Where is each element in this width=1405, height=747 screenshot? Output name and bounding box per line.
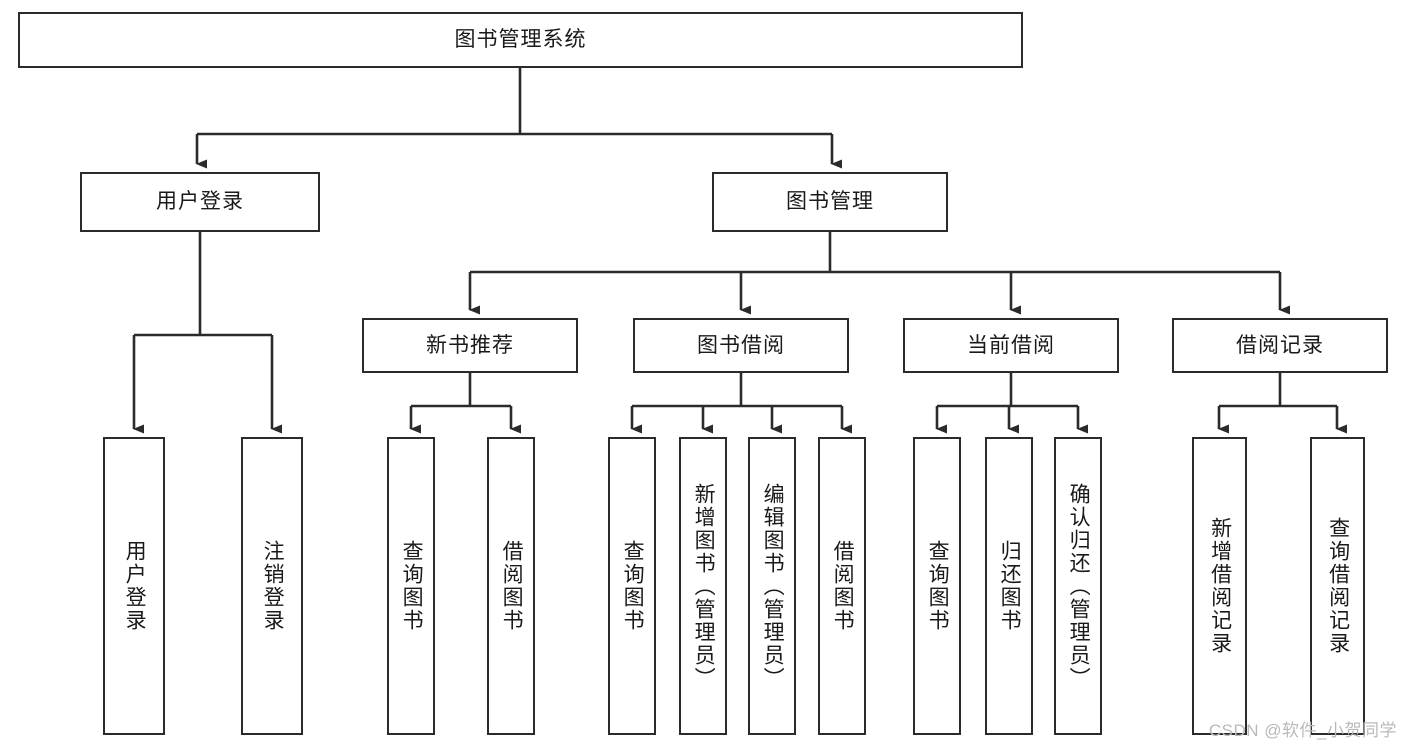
leaf-query-book-borrow[interactable]: 查询图书 (608, 437, 656, 735)
node-borrow-records[interactable]: 借阅记录 (1172, 318, 1388, 373)
node-label: 图书借阅 (697, 333, 785, 357)
leaf-query-borrow-record[interactable]: 查询借阅记录 (1310, 437, 1365, 735)
leaf-add-borrow-record[interactable]: 新增借阅记录 (1192, 437, 1247, 735)
node-label: 借阅图书 (831, 540, 855, 632)
watermark-text: CSDN @软件_小贺同学 (1208, 721, 1397, 740)
node-label: 新增图书（管理员） (692, 482, 716, 690)
leaf-user-logout[interactable]: 注销登录 (241, 437, 303, 735)
node-root-system[interactable]: 图书管理系统 (18, 12, 1023, 68)
node-new-book-recommend[interactable]: 新书推荐 (362, 318, 578, 373)
node-label: 用户登录 (123, 540, 147, 632)
leaf-query-book-recommend[interactable]: 查询图书 (387, 437, 435, 735)
leaf-confirm-return-admin[interactable]: 确认归还（管理员） (1054, 437, 1102, 735)
node-label: 借阅记录 (1236, 333, 1324, 357)
leaf-edit-book-admin[interactable]: 编辑图书（管理员） (748, 437, 796, 735)
node-label: 用户登录 (156, 190, 244, 214)
node-label: 注销登录 (261, 540, 285, 632)
node-label: 图书管理系统 (454, 28, 587, 52)
node-label: 查询图书 (400, 540, 424, 632)
node-book-borrow[interactable]: 图书借阅 (633, 318, 849, 373)
node-label: 新增借阅记录 (1208, 517, 1232, 655)
node-book-management[interactable]: 图书管理 (712, 172, 948, 232)
node-label: 查询图书 (621, 540, 645, 632)
node-label: 归还图书 (998, 540, 1022, 632)
leaf-borrow-book-recommend[interactable]: 借阅图书 (487, 437, 535, 735)
node-label: 查询图书 (926, 540, 950, 632)
node-label: 确认归还（管理员） (1067, 482, 1091, 690)
leaf-add-book-admin[interactable]: 新增图书（管理员） (679, 437, 727, 735)
leaf-return-book[interactable]: 归还图书 (985, 437, 1033, 735)
node-current-borrow[interactable]: 当前借阅 (903, 318, 1119, 373)
node-label: 新书推荐 (426, 333, 514, 357)
leaf-query-book-current[interactable]: 查询图书 (913, 437, 961, 735)
leaf-borrow-book[interactable]: 借阅图书 (818, 437, 866, 735)
node-label: 当前借阅 (967, 333, 1055, 357)
node-label: 图书管理 (786, 190, 874, 214)
node-label: 编辑图书（管理员） (761, 482, 785, 690)
leaf-user-login[interactable]: 用户登录 (103, 437, 165, 735)
node-user-login[interactable]: 用户登录 (80, 172, 320, 232)
node-label: 借阅图书 (500, 540, 524, 632)
node-label: 查询借阅记录 (1326, 517, 1350, 655)
